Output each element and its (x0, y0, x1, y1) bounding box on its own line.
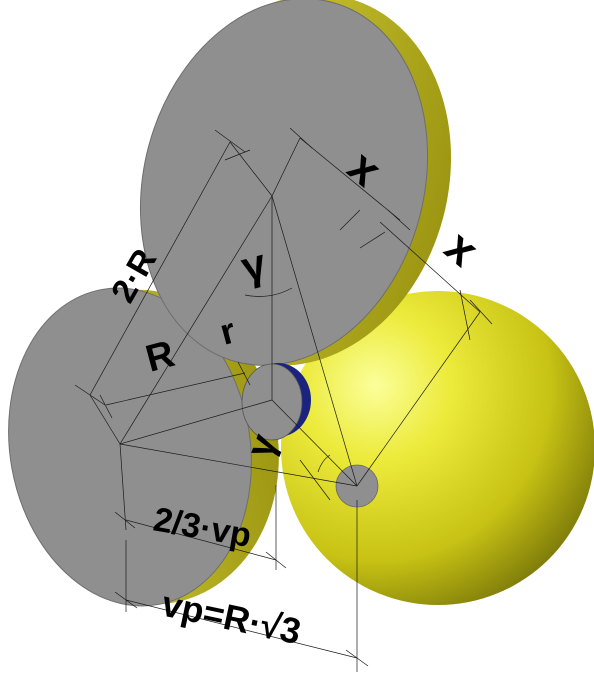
large-sphere (281, 291, 594, 605)
construction-lines (74, 127, 493, 672)
left-disk-face (8, 287, 252, 607)
top-disk-face (139, 0, 429, 366)
label-x-side: x (436, 220, 489, 277)
label-vp-equation: vp=R·√3 (158, 583, 304, 652)
